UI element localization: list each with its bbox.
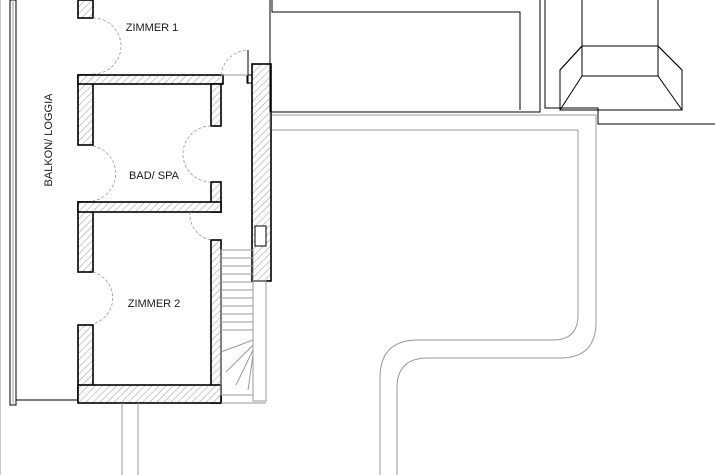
wall-bad-right-upper [210, 83, 222, 127]
wall-zimmer2-right [210, 239, 222, 404]
upper-building [269, 0, 541, 130]
terrace-outline [272, 114, 597, 475]
wall-bottom [77, 384, 222, 404]
shaft [254, 225, 267, 247]
label-bad-spa: BAD/ SPA [129, 170, 180, 182]
label-zimmer1: ZIMMER 1 [126, 22, 179, 34]
staircase [220, 249, 267, 402]
left-doors [92, 17, 122, 325]
label-zimmer2: ZIMMER 2 [128, 298, 181, 310]
zimmer2-door-swing [189, 211, 212, 241]
balcony-outline [0, 0, 80, 475]
lower-path [121, 402, 266, 475]
roof-structure [544, 0, 715, 125]
wall-bad-zimmer2 [77, 201, 222, 213]
label-balkon-loggia: BALKON/ LOGGIA [43, 93, 55, 187]
bad-door-swing [182, 125, 212, 183]
central-wall [251, 63, 272, 282]
wall-zimmer1-bad [77, 74, 224, 85]
corridor [220, 49, 253, 84]
left-walls [77, 0, 94, 403]
